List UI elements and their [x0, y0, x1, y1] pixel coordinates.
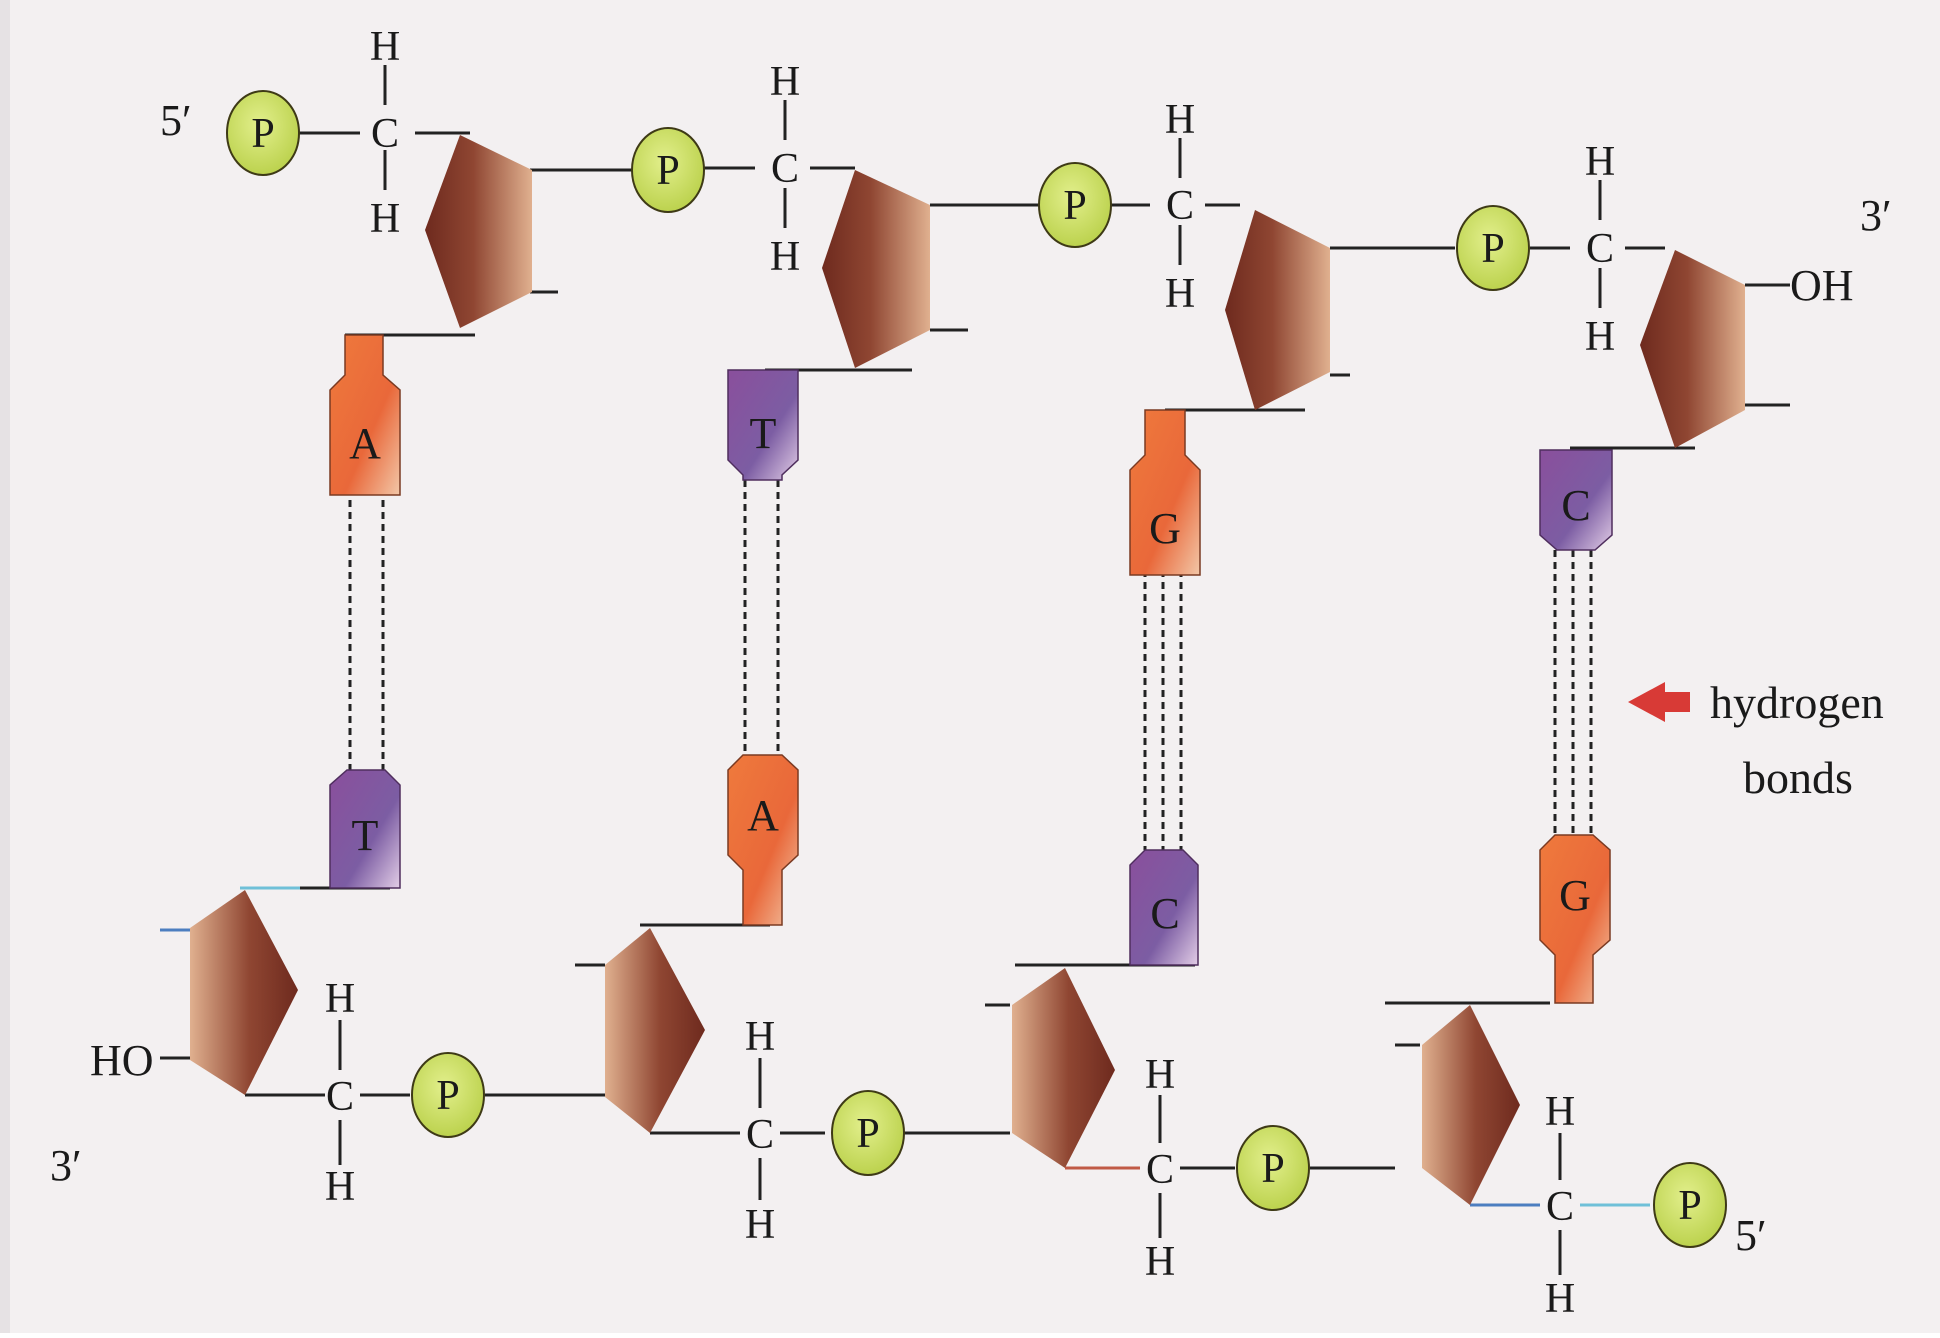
phosphate-top-3-label: P [1063, 183, 1086, 229]
phosphate-top-1-label: P [251, 111, 274, 157]
base-top-2: T [727, 369, 799, 481]
base-top-4-letter: C [1561, 481, 1590, 530]
hydrogen-bonds-arrow-icon [1628, 682, 1690, 722]
sugar-ring-bottom-4 [1422, 1005, 1520, 1205]
base-bottom-1: T [329, 769, 401, 889]
top-carbon-1: C [371, 111, 399, 157]
phosphate-bottom-4 [1653, 1162, 1727, 1248]
sugar-ring-bottom-3 [1012, 968, 1115, 1168]
base-top-1: A [329, 334, 401, 496]
bottom-ch2-atoms: H C H H C H H C H H C H [325, 976, 1575, 1322]
base-bottom-3-letter: C [1150, 889, 1179, 938]
phosphate-top-labels: P P P P [251, 111, 1504, 272]
phosphate-bottom-1-label: P [436, 1073, 459, 1119]
bottom-h-upper-2: H [745, 1014, 775, 1060]
hydrogen-bonds-annotation: hydrogen bonds [1628, 677, 1884, 803]
hydrogen-bonds-label-line2: bonds [1743, 752, 1853, 803]
top-strand-oh-label: OH [1790, 261, 1854, 310]
base-bottom-2: A [727, 754, 799, 926]
phosphate-top-2 [631, 127, 705, 213]
base-top-3: G [1129, 409, 1201, 576]
phosphates-bottom [411, 1052, 1727, 1248]
top-h-upper-4: H [1585, 139, 1615, 185]
bottom-h-upper-4: H [1545, 1089, 1575, 1135]
top-strand-5prime-label: 5′ [160, 96, 192, 145]
base-bottom-3: C [1129, 849, 1199, 966]
top-carbon-3: C [1166, 183, 1194, 229]
bottom-strand-ho-label: HO [90, 1036, 154, 1085]
bases-top: A T G C [329, 334, 1613, 576]
phosphate-top-4 [1456, 205, 1530, 291]
bottom-strand-5prime-label: 5′ [1735, 1211, 1767, 1260]
top-h-lower-1: H [370, 196, 400, 242]
sugar-ring-top-1 [425, 135, 532, 328]
top-strand-3prime-label: 3′ [1860, 191, 1892, 240]
bottom-ch2-bonds [338, 1020, 1562, 1275]
phosphate-bottom-labels: P P P P [436, 1073, 1701, 1229]
backbone-color-accents [160, 886, 1650, 1207]
phosphate-top-1 [226, 90, 300, 176]
phosphate-bottom-2 [831, 1090, 905, 1176]
phosphate-bottom-2-label: P [856, 1111, 879, 1157]
bottom-h-lower-2: H [745, 1202, 775, 1248]
top-h-lower-4: H [1585, 314, 1615, 360]
top-h-upper-1: H [370, 24, 400, 70]
base-bottom-4-letter: G [1559, 871, 1591, 920]
base-top-3-letter: G [1149, 504, 1181, 553]
bottom-carbon-2: C [746, 1112, 774, 1158]
base-bottom-4: G [1539, 834, 1611, 1004]
top-h-lower-3: H [1165, 271, 1195, 317]
top-h-lower-2: H [770, 234, 800, 280]
sugar-ring-top-2 [822, 170, 930, 368]
base-top-1-letter: A [349, 419, 381, 468]
sugar-ring-top-4 [1640, 250, 1745, 448]
sugar-ring-bottom-1 [190, 890, 298, 1095]
bottom-strand-3prime-label: 3′ [50, 1141, 82, 1190]
phosphate-bottom-3 [1236, 1125, 1310, 1211]
scan-edge [0, 0, 10, 1333]
bottom-carbon-4: C [1546, 1184, 1574, 1230]
bottom-h-lower-1: H [325, 1164, 355, 1210]
bottom-h-upper-1: H [325, 976, 355, 1022]
bottom-carbon-1: C [326, 1074, 354, 1120]
strand-end-labels: 5′ 3′ OH HO 3′ 5′ [50, 96, 1892, 1260]
bottom-h-upper-3: H [1145, 1052, 1175, 1098]
top-h-upper-3: H [1165, 97, 1195, 143]
bottom-h-lower-3: H [1145, 1239, 1175, 1285]
sugar-ring-bottom-2 [605, 928, 705, 1133]
phosphate-top-2-label: P [656, 148, 679, 194]
top-h-upper-2: H [770, 59, 800, 105]
bottom-carbon-3: C [1146, 1147, 1174, 1193]
base-top-2-letter: T [750, 409, 777, 458]
phosphate-bottom-4-label: P [1678, 1183, 1701, 1229]
top-ch2-bonds [383, 65, 1602, 308]
phosphate-top-3 [1038, 162, 1112, 248]
sugar-ring-top-3 [1225, 210, 1330, 410]
phosphate-bottom-3-label: P [1261, 1146, 1284, 1192]
sugar-ring-group [190, 135, 1745, 1205]
phosphate-bottom-1 [411, 1052, 485, 1138]
base-top-4: C [1539, 449, 1613, 551]
bottom-h-lower-4: H [1545, 1276, 1575, 1322]
top-carbon-4: C [1586, 226, 1614, 272]
top-carbon-2: C [771, 146, 799, 192]
phosphates-top [226, 90, 1530, 291]
top-ch2-atoms: H C H H C H H C H H C H [370, 24, 1615, 360]
hydrogen-bond-lines [348, 480, 1593, 850]
base-bottom-1-letter: T [352, 811, 379, 860]
hydrogen-bonds-label-line1: hydrogen [1710, 677, 1884, 728]
base-bottom-2-letter: A [747, 791, 779, 840]
bases-bottom: T A C G [329, 754, 1611, 1004]
phosphate-top-4-label: P [1481, 226, 1504, 272]
